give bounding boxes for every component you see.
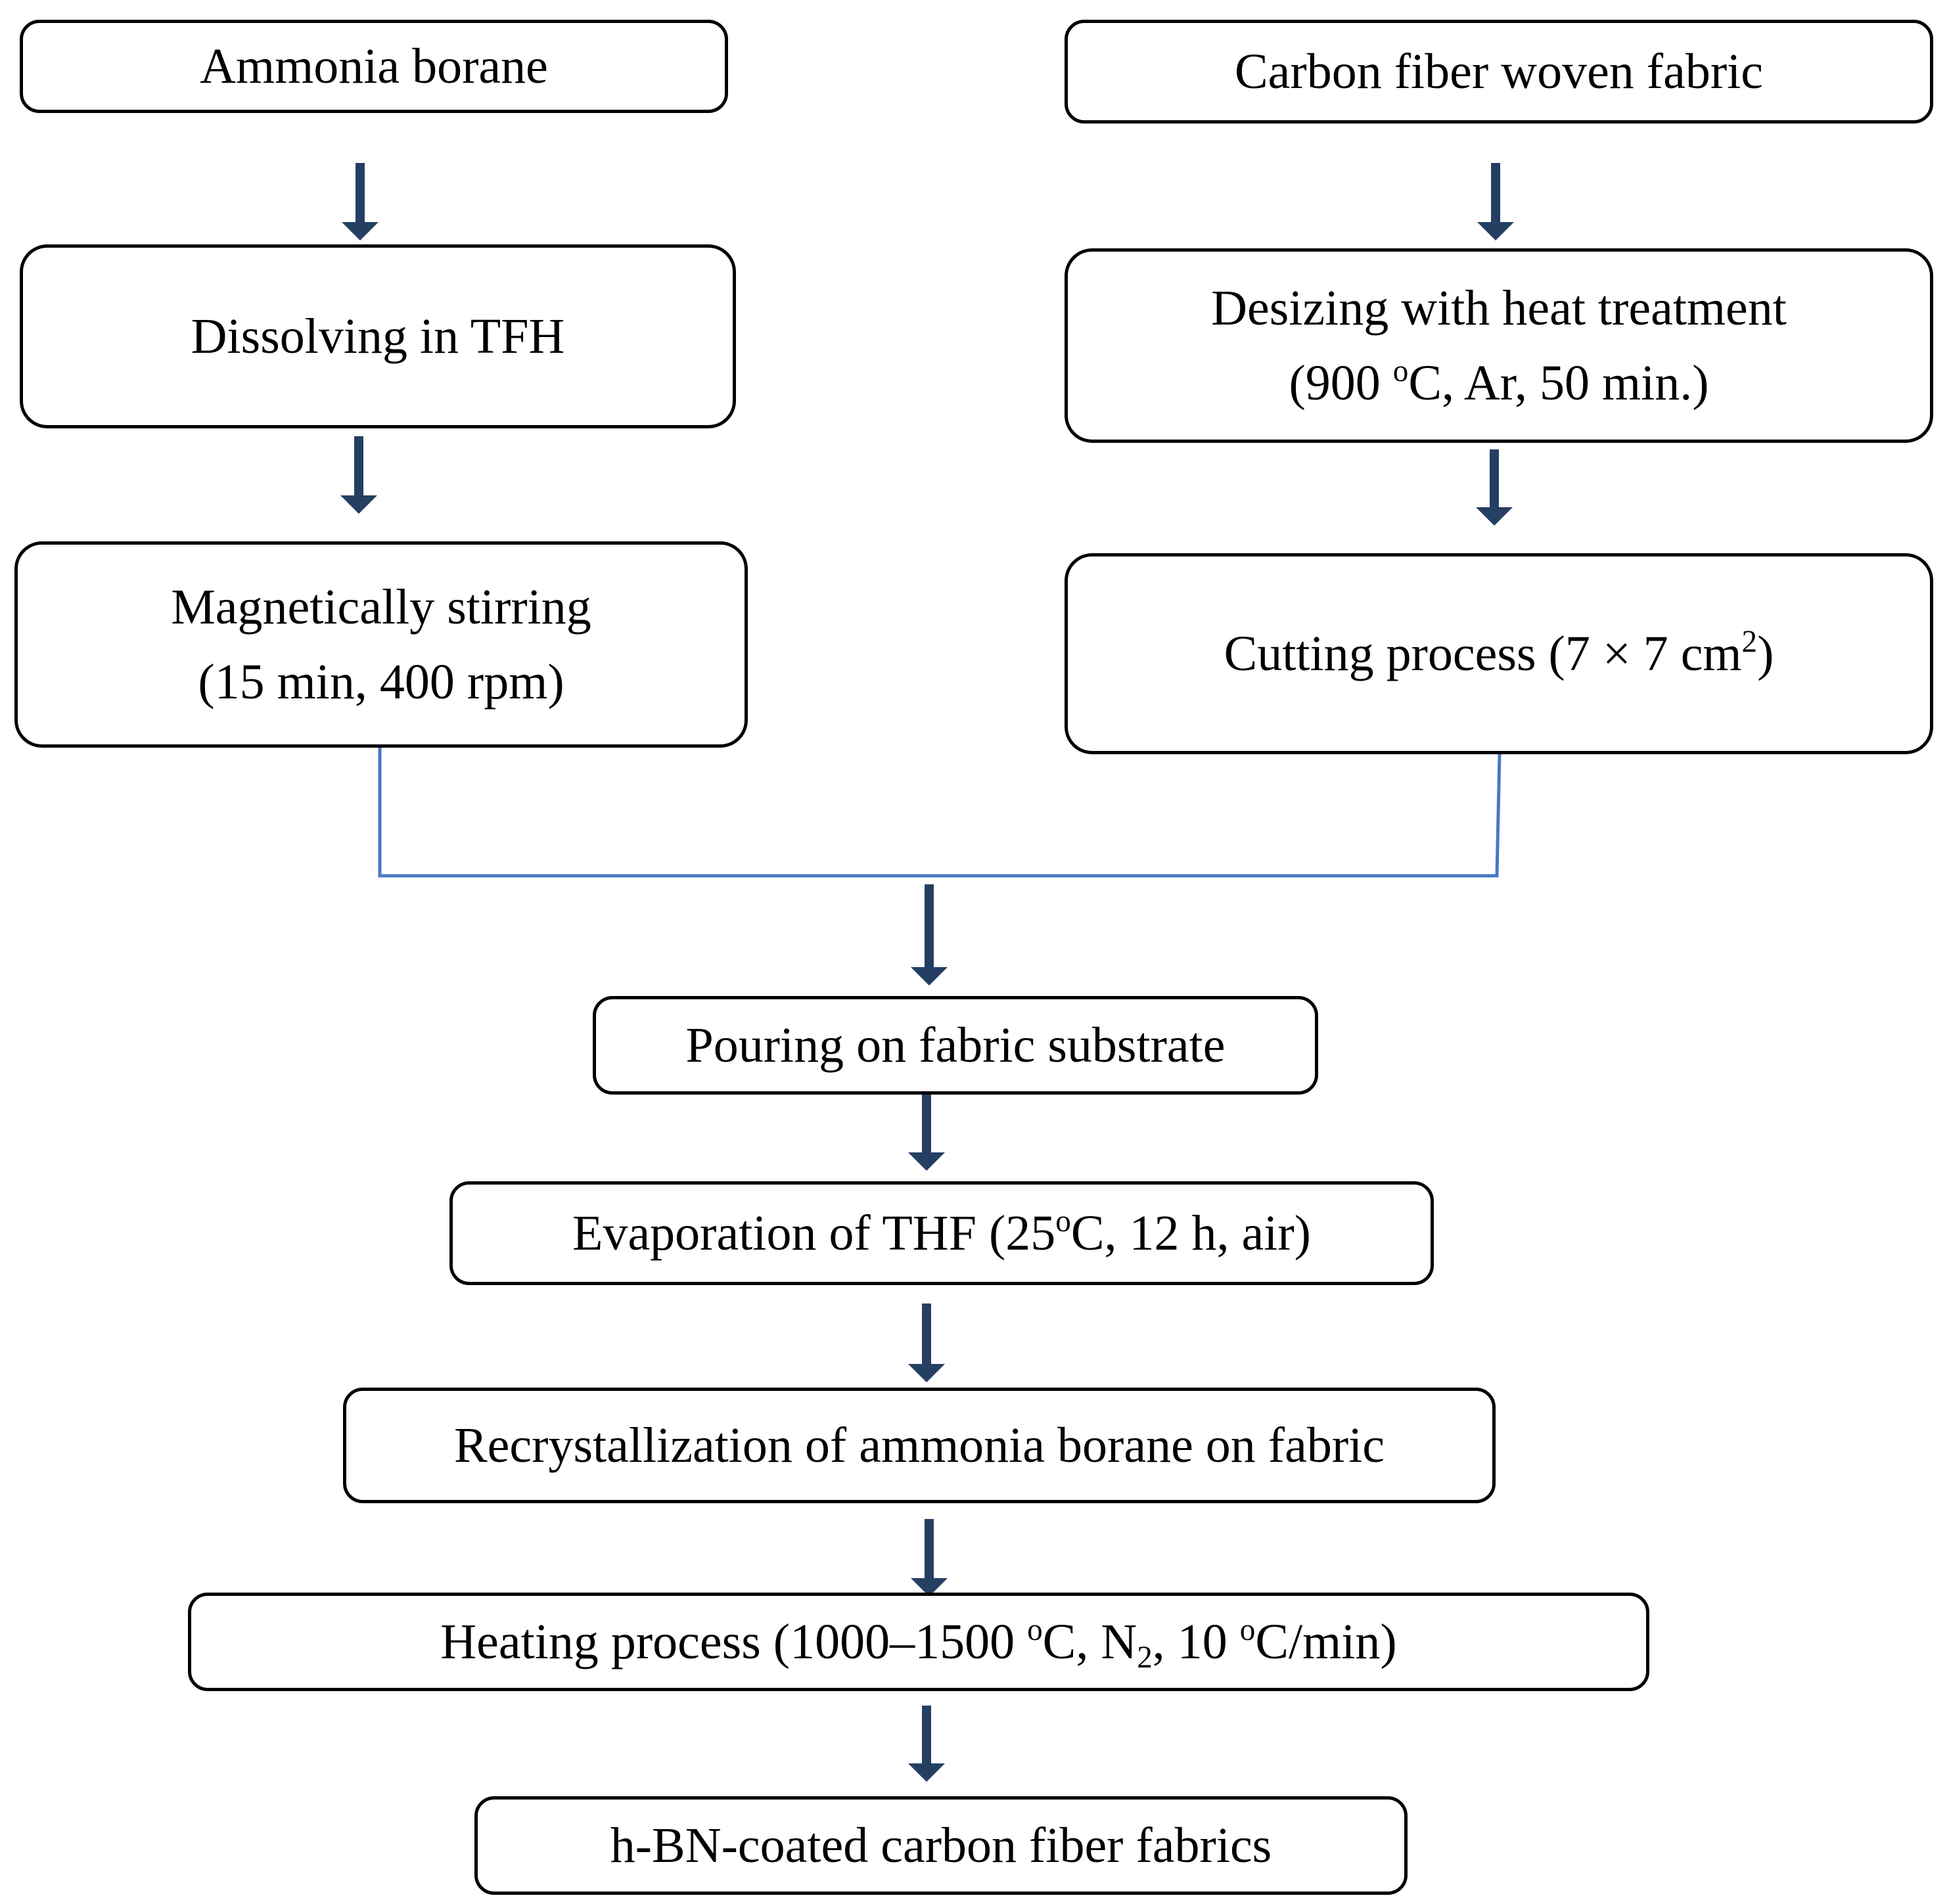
arrows-group <box>340 163 1514 1782</box>
ammonia-borane-label: Ammonia borane <box>200 39 548 94</box>
heating-box: Heating process (1000–1500 oC, N2, 10 oC… <box>188 1593 1649 1691</box>
stirring-label-line2: (15 min, 400 rpm) <box>198 654 564 710</box>
evaporation-label: Evaporation of THF (25oC, 12 h, air) <box>572 1204 1311 1261</box>
arrow-merge-to-pouring <box>911 884 948 986</box>
arrow-pouring-to-evaporation <box>908 1095 945 1171</box>
arrow-recrystallization-to-heating <box>911 1519 948 1597</box>
heating-label: Heating process (1000–1500 oC, N2, 10 oC… <box>440 1612 1397 1675</box>
arrow-desizing-to-cutting <box>1476 449 1513 526</box>
magnetic-stirring-box: Magnetically stirring (15 min, 400 rpm) <box>14 541 748 748</box>
recrystallization-box: Recrystallization of ammonia borane on f… <box>343 1388 1496 1503</box>
dissolving-box: Dissolving in TFH <box>20 244 736 428</box>
dissolving-label: Dissolving in TFH <box>191 309 565 364</box>
merge-connector <box>378 748 1502 878</box>
desizing-label-line1: Desizing with heat treatment <box>1211 281 1787 336</box>
desizing-box: Desizing with heat treatment (900 oC, Ar… <box>1065 248 1933 443</box>
ammonia-borane-box: Ammonia borane <box>20 20 728 113</box>
result-box: h-BN-coated carbon fiber fabrics <box>474 1796 1408 1895</box>
carbon-fabric-box: Carbon fiber woven fabric <box>1065 20 1933 124</box>
cutting-label: Cutting process (7 × 7 cm2) <box>1224 624 1774 681</box>
arrow-fabric-to-desizing <box>1477 163 1514 240</box>
stirring-label-line1: Magnetically stirring <box>171 579 591 635</box>
desizing-label-line2: (900 oC, Ar, 50 min.) <box>1289 353 1709 411</box>
arrow-heating-to-result <box>908 1706 945 1782</box>
pouring-box: Pouring on fabric substrate <box>593 996 1318 1095</box>
arrow-evaporation-to-recrystallization <box>908 1303 945 1382</box>
recrystallization-label: Recrystallization of ammonia borane on f… <box>453 1418 1385 1473</box>
arrow-ammonia-to-dissolving <box>342 163 378 240</box>
merge-connector-line <box>378 748 1502 878</box>
pouring-label: Pouring on fabric substrate <box>685 1018 1226 1073</box>
carbon-fabric-label: Carbon fiber woven fabric <box>1234 44 1763 99</box>
result-label: h-BN-coated carbon fiber fabrics <box>610 1818 1272 1873</box>
arrow-dissolving-to-stirring <box>340 436 377 514</box>
evaporation-box: Evaporation of THF (25oC, 12 h, air) <box>449 1181 1434 1285</box>
cutting-box: Cutting process (7 × 7 cm2) <box>1065 553 1933 754</box>
